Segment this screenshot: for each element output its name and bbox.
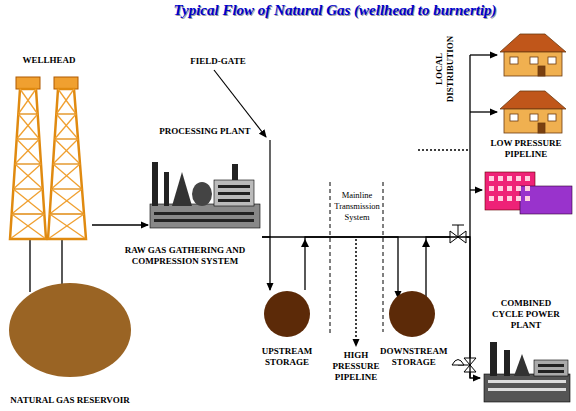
storage-circle-art [259, 290, 315, 338]
pipeline-label: LOCAL DISTRIBUTION [434, 36, 455, 103]
node-label: UPSTREAM STORAGE [259, 346, 315, 368]
pipe-connector [305, 237, 398, 298]
pipe-connector [92, 224, 148, 225]
storage-circle: DOWNSTREAM STORAGE [380, 290, 444, 368]
label-box: LOCAL DISTRIBUTION [434, 24, 456, 114]
pipeline-label: HIGH PRESSURE PIPELINE [332, 350, 379, 382]
pipeline-label: FIELD-GATE [190, 56, 245, 66]
node-label: NATURAL GAS RESERVOIR [10, 395, 129, 406]
title-box: Typical Flow of Natural Gas (wellhead to… [100, 1, 570, 19]
processing-plant-art [148, 142, 262, 232]
regulator-valve [450, 225, 466, 243]
storage-circle: UPSTREAM STORAGE [259, 290, 315, 368]
pipe-connector [426, 237, 480, 378]
return-arrowheads [301, 239, 430, 247]
power-plant-art [480, 334, 572, 404]
plant-valve [452, 358, 476, 372]
pipeline-label: Mainline Transmission System [334, 190, 380, 222]
low-pressure-pipeline [418, 149, 469, 151]
label-box: LOW PRESSURE PIPELINE [480, 138, 572, 160]
pipeline-label: LOW PRESSURE PIPELINE [490, 138, 561, 159]
label-box: HIGH PRESSURE PIPELINE [326, 350, 386, 383]
commercial-buildings [485, 172, 572, 214]
high-pressure-pipeline [355, 239, 357, 346]
label-box: RAW GAS GATHERING AND COMPRESSION SYSTEM [100, 245, 270, 267]
label-box: Mainline Transmission System [332, 190, 382, 223]
wellhead-derricks: WELLHEAD [6, 55, 92, 240]
node-label: DOWNSTREAM STORAGE [380, 346, 448, 368]
processing-plant: PROCESSING PLANT [148, 126, 262, 232]
pipe-connector [262, 237, 270, 290]
reservoir-ellipse: NATURAL GAS RESERVOIR [8, 282, 132, 406]
house-1 [500, 34, 566, 76]
power-plant: COMBINED CYCLE POWER PLANT [480, 298, 572, 406]
storage-circle-art [380, 290, 444, 338]
node-label: PROCESSING PLANT [159, 126, 250, 137]
diagram-title: Typical Flow of Natural Gas (wellhead to… [173, 2, 496, 18]
main-pipeline [262, 55, 497, 378]
pipeline-label: RAW GAS GATHERING AND COMPRESSION SYSTEM [125, 245, 245, 266]
label-box: FIELD-GATE [176, 56, 260, 67]
node-label: WELLHEAD [22, 55, 75, 66]
house-2 [500, 91, 566, 133]
wellhead-derricks-art [6, 71, 92, 241]
node-label: COMBINED CYCLE POWER PLANT [490, 298, 562, 331]
reservoir-ellipse-art [8, 282, 132, 378]
